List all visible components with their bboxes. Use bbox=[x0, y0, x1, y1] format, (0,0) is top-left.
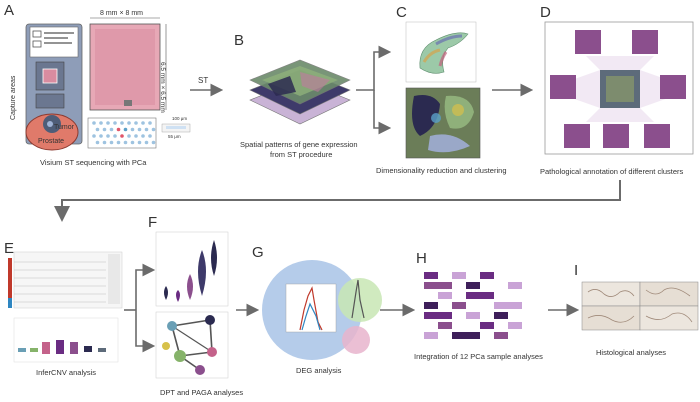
spot-dot bbox=[127, 121, 131, 125]
panel-i-caption: Histological analyses bbox=[596, 348, 667, 357]
panel-a-prostate bbox=[25, 113, 79, 151]
spot-dot bbox=[102, 127, 107, 132]
panel-b-caption-line1: Spatial patterns of gene expression bbox=[240, 140, 358, 149]
panel-h-caption: Integration of 12 PCa sample analyses bbox=[414, 352, 543, 361]
spot-dot bbox=[120, 134, 124, 138]
spot-dot bbox=[102, 140, 107, 145]
spot-dot bbox=[151, 140, 156, 145]
spot-dot bbox=[113, 121, 117, 125]
panel-a-arrow-label: ST bbox=[198, 76, 209, 85]
panel-letter-d: D bbox=[540, 4, 551, 21]
panel-e-infercnv-heatmap bbox=[8, 251, 123, 309]
spot-dot bbox=[106, 121, 110, 125]
panel-letter-g: G bbox=[252, 244, 264, 261]
spot-dot bbox=[134, 134, 138, 138]
panel-g-venn bbox=[262, 260, 382, 360]
panel-d-annotation-box bbox=[544, 21, 694, 155]
spot-dot bbox=[99, 121, 103, 125]
spot-dot bbox=[123, 127, 128, 132]
panel-a-spot-dots bbox=[92, 121, 156, 145]
panel-a-slide bbox=[25, 23, 83, 145]
panel-a-side-label: Capture areas bbox=[10, 75, 17, 120]
arrow-e-to-f-bottom bbox=[135, 310, 156, 353]
panel-b-caption-line2: from ST procedure bbox=[270, 150, 333, 159]
panel-letter-i: I bbox=[574, 262, 579, 279]
spot-dot bbox=[148, 121, 152, 125]
spot-dot bbox=[144, 140, 149, 145]
arrow-d-to-e bbox=[54, 180, 621, 222]
spot-dot bbox=[127, 134, 131, 138]
panel-e-boxplot bbox=[13, 317, 119, 363]
panel-a-tissue-image bbox=[89, 17, 167, 111]
spot-dot bbox=[130, 127, 135, 132]
spot-dot bbox=[137, 127, 142, 132]
spot-dot bbox=[120, 121, 124, 125]
spot-dot bbox=[95, 127, 100, 132]
spot-dot bbox=[137, 140, 142, 145]
panel-letter-c: C bbox=[396, 4, 407, 21]
panel-g-caption: DEG analysis bbox=[296, 366, 342, 375]
panel-a-prostate-label: Prostate bbox=[38, 138, 65, 145]
spot-dot bbox=[148, 134, 152, 138]
panel-a-spot-label: 100 μm bbox=[172, 116, 188, 121]
spot-dot bbox=[106, 134, 110, 138]
arrow-b-to-c-top bbox=[356, 45, 392, 91]
spot-dot bbox=[99, 134, 103, 138]
panel-a-size-h: 8 mm × 8 mm bbox=[100, 10, 143, 17]
panel-c-caption: Dimensionality reduction and clustering bbox=[376, 166, 507, 175]
spot-dot bbox=[92, 121, 96, 125]
panel-e-caption: InferCNV analysis bbox=[36, 368, 97, 377]
spot-dot bbox=[130, 140, 135, 145]
panel-f-caption: DPT and PAGA analyses bbox=[160, 388, 244, 397]
spot-dot bbox=[134, 121, 138, 125]
panel-a-spot-scale bbox=[161, 123, 191, 133]
arrow-e-to-f-top bbox=[135, 263, 156, 310]
spot-dot bbox=[116, 127, 121, 132]
panel-letter-b: B bbox=[234, 32, 245, 49]
panel-c-umap bbox=[405, 21, 477, 83]
panel-a-size-v: 6.5 mm × 6.5 mm bbox=[159, 62, 166, 113]
spot-dot bbox=[113, 134, 117, 138]
arrow-b-to-c-bottom bbox=[373, 90, 392, 135]
panel-f-paga-graph bbox=[155, 311, 229, 379]
spot-dot bbox=[123, 140, 128, 145]
panel-b-layers bbox=[249, 59, 351, 125]
panel-letter-e: E bbox=[4, 240, 15, 257]
panel-i-histology bbox=[581, 281, 699, 331]
panel-c-spatial-clusters bbox=[405, 87, 481, 159]
spot-dot bbox=[141, 121, 145, 125]
spot-dot bbox=[95, 140, 100, 145]
panel-letter-a: A bbox=[4, 2, 15, 19]
panel-h-heatmap bbox=[424, 272, 522, 339]
spot-dot bbox=[144, 127, 149, 132]
spot-dot bbox=[151, 127, 156, 132]
spot-dot bbox=[116, 140, 121, 145]
spot-dot bbox=[141, 134, 145, 138]
spot-dot bbox=[109, 127, 114, 132]
spot-dot bbox=[109, 140, 114, 145]
spot-dot bbox=[92, 134, 96, 138]
panel-letter-h: H bbox=[416, 250, 427, 267]
panel-letter-f: F bbox=[148, 214, 158, 231]
panel-a-caption: Visium ST sequencing with PCa bbox=[40, 158, 147, 167]
panel-f-violin bbox=[155, 231, 229, 307]
panel-a-spot-label2: 55 μm bbox=[168, 134, 181, 139]
panel-d-caption: Pathological annotation of different clu… bbox=[540, 167, 684, 176]
panel-a-tumor-label: Tumor bbox=[54, 124, 74, 131]
